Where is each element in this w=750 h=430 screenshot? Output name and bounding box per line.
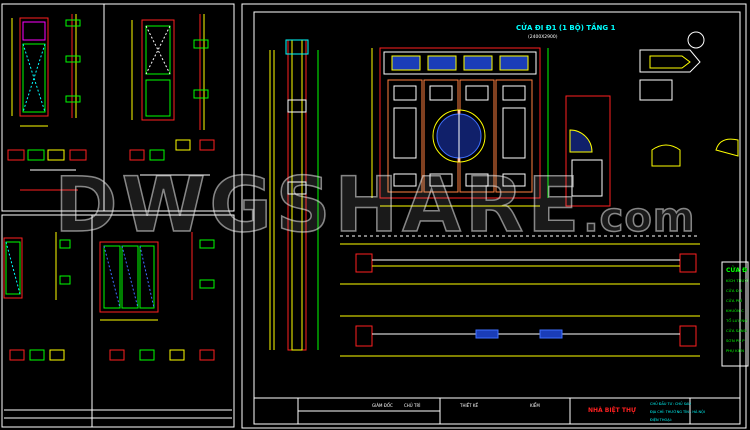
plan-section-lower — [340, 315, 700, 357]
legend-line: CỬA PHÍ — [726, 298, 742, 303]
window-elevation-a — [3, 232, 71, 300]
vertical-section — [269, 39, 319, 351]
legend-line: TỔ LƯƠNG — [725, 318, 747, 323]
side-panel-detail — [565, 95, 611, 207]
legend-box — [721, 261, 749, 367]
legend-line: CỬA SÁNG — [726, 328, 747, 333]
door-elevation-a — [11, 17, 49, 127]
sheet-frame-top-left — [1, 3, 235, 212]
detail-row-b — [129, 139, 215, 176]
left-sheets — [1, 3, 235, 428]
legend-line: KÍCH THƯỚ — [726, 278, 748, 283]
window-elevation-b — [99, 232, 215, 321]
title-block-designer: THIẾT KẾ — [459, 402, 478, 408]
title-block-checker: KIỂM — [530, 403, 540, 408]
main-door-title: CỬA ĐI Đ1 (1 BỘ) TẦNG 1 — [516, 22, 616, 32]
phone-line: ĐIỆN THOẠI: — [650, 417, 672, 422]
legend-title: CỬA Đ — [726, 266, 747, 274]
door-section-b — [193, 14, 209, 130]
legend-lines: KÍCH THƯỚ CỬA Đ 4 CỬA PHÍ KHUÔN C TỔ LƯƠNG CỬ… — [725, 278, 748, 353]
profile-details — [639, 31, 739, 167]
plan-section-upper — [340, 235, 700, 285]
sheet-frame-bottom-left — [1, 214, 235, 428]
main-door-subtitle: (2400X2900) — [528, 34, 558, 40]
door-elevation-b — [131, 19, 175, 121]
detail-row-c — [4, 349, 232, 419]
legend-line: SƠN PU P — [726, 338, 745, 343]
legend-line: PHỤ KIỆN — [726, 348, 744, 353]
title-block-frame — [253, 397, 741, 425]
legend-line: CỬA Đ 4 — [726, 288, 743, 293]
owner-line: CHỦ ĐẦU TƯ: CHỦ SAU — [650, 401, 691, 406]
title-block-lead: CHỦ TRÌ — [404, 403, 420, 408]
main-door-elevation — [371, 47, 549, 207]
title-block-director: GIÁM ĐỐC — [372, 403, 393, 408]
project-name: NHÀ BIỆT THỰ — [588, 406, 636, 414]
address-line: ĐỊA CHỈ: THƯỜNG TÍN - HÀ NỘI — [650, 409, 705, 414]
door-section-a — [65, 14, 81, 118]
detail-row-a — [7, 149, 87, 191]
legend-line: KHUÔN C — [726, 308, 744, 313]
